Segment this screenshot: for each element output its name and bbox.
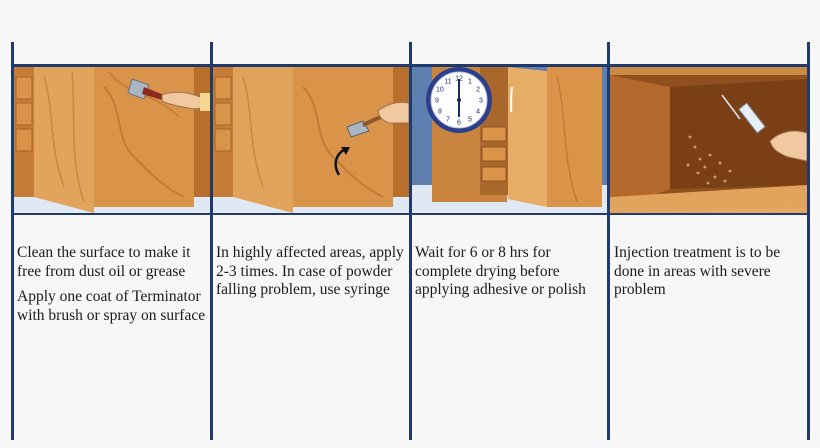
image-bottom-rule <box>11 212 809 215</box>
step-clean-text: Clean the surface to make it free from d… <box>17 244 209 332</box>
clock-numeral: 7 <box>446 117 450 124</box>
clock-numeral: 5 <box>468 117 472 124</box>
column-divider-5 <box>807 42 810 440</box>
clock-numeral: 9 <box>435 98 439 105</box>
step-repeat-paragraph-1: In highly affected areas, apply 2-3 time… <box>216 244 404 298</box>
step-clean-paragraph-2: Apply one coat of Terminator with brush … <box>17 288 206 324</box>
clock-numeral: 2 <box>476 87 480 94</box>
panel-clean-illustration <box>14 67 210 213</box>
step-dry-paragraph-1: Wait for 6 or 8 hrs for complete drying … <box>415 244 586 298</box>
column-divider-4 <box>607 42 610 440</box>
clock-numeral: 11 <box>444 78 451 85</box>
step-repeat-text: In highly affected areas, apply 2-3 time… <box>216 244 408 307</box>
panel-repeat-illustration <box>213 67 409 213</box>
clock-numeral: 4 <box>476 109 480 116</box>
step-clean-paragraph-1: Clean the surface to make it free from d… <box>17 244 191 280</box>
step-inject-text: Injection treatment is to be done in are… <box>614 244 804 307</box>
image-top-rule <box>11 64 809 67</box>
clock-numeral: 1 <box>468 78 472 85</box>
clock-numeral: 10 <box>436 87 444 94</box>
clock-numeral: 6 <box>457 120 461 127</box>
clock-numeral: 8 <box>438 109 442 116</box>
panel-dry-illustration: 121234567891011 <box>412 67 607 213</box>
clock-numeral: 3 <box>479 98 483 105</box>
column-divider-2 <box>210 42 213 440</box>
panel-inject-illustration <box>610 67 807 213</box>
column-divider-1 <box>11 42 14 440</box>
column-divider-3 <box>409 42 412 440</box>
step-inject-paragraph-1: Injection treatment is to be done in are… <box>614 244 781 298</box>
step-dry-text: Wait for 6 or 8 hrs for complete drying … <box>415 244 605 307</box>
